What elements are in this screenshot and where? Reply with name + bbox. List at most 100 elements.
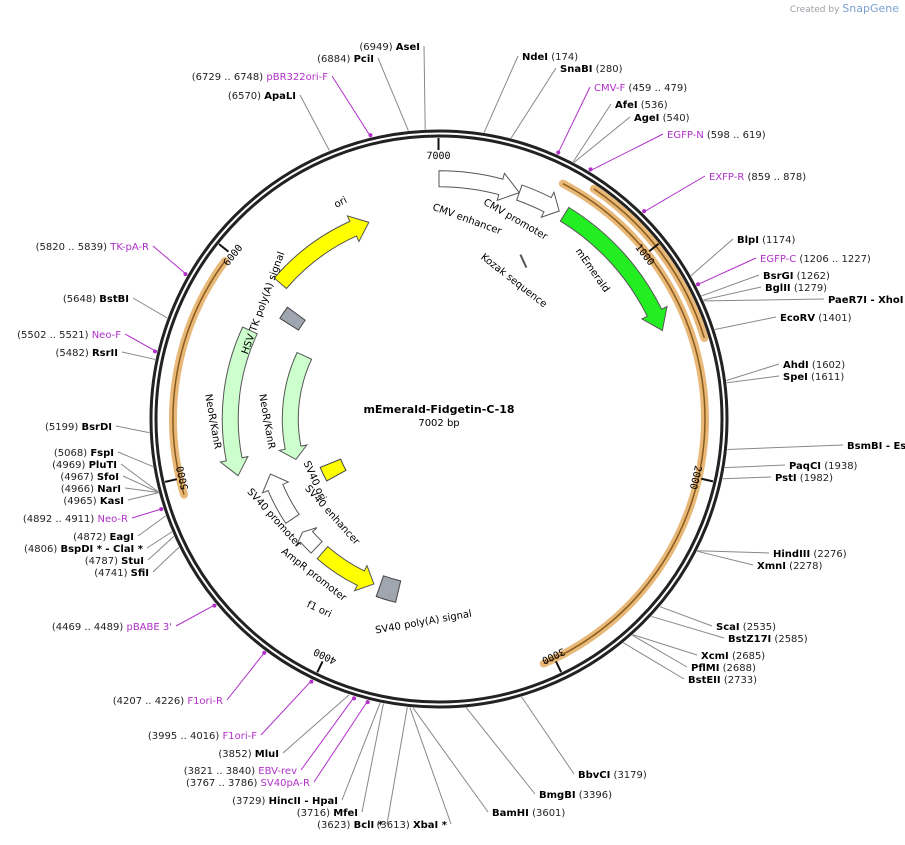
label-leader: [115, 425, 150, 434]
label-position: (3179): [610, 770, 647, 781]
enzyme-label: BamHI (3601): [492, 808, 565, 819]
label-text: PflMI (2688): [691, 663, 756, 674]
primer-label: EGFP-N (598 .. 619): [667, 130, 766, 141]
label-text: (3623) BclI *: [317, 820, 384, 831]
label-text: (3729) HincII - HpaI: [232, 796, 338, 807]
primer-label: (3767 .. 3786) SV40pA-R: [186, 778, 310, 789]
label-position: (1982): [797, 473, 834, 484]
tick-mark: [316, 661, 324, 673]
label-position: (1262): [793, 271, 830, 282]
enzyme-label: BmgBI (3396): [539, 790, 612, 801]
orf-line: [593, 188, 706, 339]
label-leader: [313, 699, 369, 783]
label-leader: [132, 297, 168, 319]
feature-arrow: [219, 326, 258, 477]
label-name: StuI: [121, 556, 144, 567]
label-text: NdeI (174): [522, 52, 578, 63]
label-text: EGFP-N (598 .. 619): [667, 130, 766, 141]
label-position: (280): [592, 64, 622, 75]
label-position: (6949): [359, 42, 395, 53]
label-text: AgeI (540): [634, 113, 690, 124]
label-text: (4872) EagI: [73, 532, 134, 543]
label-name: BamHI: [492, 808, 529, 819]
feature-arrow: [559, 206, 668, 332]
enzyme-label: (3623) BclI *: [317, 820, 384, 831]
label-text: (4967) SfoI: [60, 472, 119, 483]
label-position: (5648): [63, 294, 99, 305]
label-leader: [341, 702, 381, 801]
label-text: (6570) ApaLI: [228, 91, 296, 102]
label-text: (5068) FspI: [54, 448, 114, 459]
label-name: F1ori-R: [187, 696, 223, 707]
label-position: (536): [638, 100, 668, 111]
label-position: (1938): [821, 461, 858, 472]
enzyme-label: (5068) FspI: [54, 448, 114, 459]
label-text: (4969) PluTI: [52, 460, 117, 471]
feature-name: f1 ori: [305, 599, 333, 620]
primer-label: (5502 .. 5521) Neo-F: [17, 330, 121, 341]
label-name: AfeI: [615, 100, 638, 111]
label-text: BstEII (2733): [688, 675, 757, 686]
label-text: AfeI (536): [615, 100, 668, 111]
primer-label: (4469 .. 4489) pBABE 3': [52, 622, 172, 633]
label-name: ApaLI: [264, 91, 296, 102]
label-leader: [127, 492, 159, 501]
label-position: (1401): [815, 313, 852, 324]
label-text: BlpI (1174): [737, 235, 795, 246]
label-leader: [521, 696, 575, 775]
feature-box: [279, 306, 306, 331]
label-leader: [465, 707, 536, 795]
label-text: CMV-F (459 .. 479): [594, 83, 687, 94]
label-leader: [510, 67, 557, 139]
label-text: EGFP-C (1206 .. 1227): [760, 254, 871, 265]
feature-name: Kozak sequence: [478, 252, 548, 310]
label-position: (1602): [809, 360, 846, 371]
feature-box: [375, 575, 402, 603]
primer-site-marker: [152, 349, 157, 354]
label-name: EagI: [110, 532, 134, 543]
label-text: (4469 .. 4489) pBABE 3': [52, 622, 172, 633]
enzyme-label: (4967) SfoI: [60, 472, 119, 483]
enzyme-label: BglII (1279): [765, 283, 827, 294]
label-position: (4892 .. 4911): [23, 514, 98, 525]
label-name: PstI: [775, 473, 797, 484]
label-leader: [642, 175, 706, 214]
label-name: PaeR7I - XhoI: [828, 295, 904, 306]
primer-label: EGFP-C (1206 .. 1227): [760, 254, 871, 265]
label-text: BbvCI (3179): [578, 770, 647, 781]
label-position: (5820 .. 5839): [36, 242, 111, 253]
label-name: FspI: [90, 448, 114, 459]
label-leader: [696, 257, 757, 286]
feature-arrow: [273, 215, 370, 290]
label-text: (4965) KasI: [63, 496, 124, 507]
label-name: EXFP-R: [709, 172, 744, 183]
label-leader: [124, 333, 158, 353]
label-text: BmgBI (3396): [539, 790, 612, 801]
label-text: BglII (1279): [765, 283, 827, 294]
enzyme-label: (3613) XbaI *: [377, 820, 448, 831]
label-leader: [726, 363, 780, 381]
label-leader: [152, 546, 180, 573]
enzyme-label: XcmI (2685): [701, 651, 765, 662]
primer-site-marker: [365, 700, 370, 705]
label-name: BglII: [765, 283, 791, 294]
label-leader: [226, 651, 266, 701]
primer-site-marker: [262, 650, 267, 655]
label-name: SfiI: [131, 568, 149, 579]
feature-box: [319, 458, 347, 482]
primer-site-marker: [642, 209, 647, 214]
label-position: (1611): [808, 372, 845, 383]
label-name: BsrDI: [81, 422, 112, 433]
label-name: BclI *: [354, 820, 384, 831]
primer-site-marker: [159, 507, 164, 512]
label-leader: [722, 476, 772, 480]
primer-label: (6729 .. 6748) pBR322ori-F: [192, 72, 328, 83]
label-leader: [131, 507, 164, 519]
primer-site-marker: [368, 133, 373, 138]
enzyme-label: (4965) KasI: [63, 496, 124, 507]
label-name: EGFP-C: [760, 254, 796, 265]
label-position: (4872): [73, 532, 109, 543]
label-position: (3716): [297, 808, 333, 819]
feature-name: ori: [332, 195, 349, 211]
tick-mark: [164, 478, 178, 483]
